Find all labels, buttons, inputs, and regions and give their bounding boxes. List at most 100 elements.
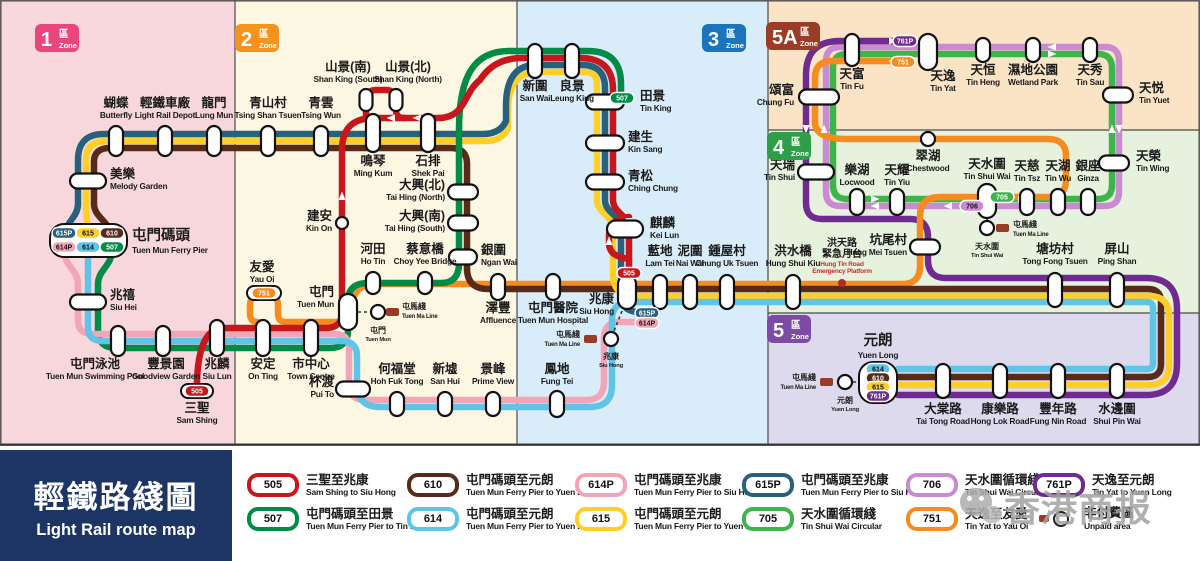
zone-5-badge-number: 5 — [773, 320, 784, 342]
station-kin-sang-label-en: Kin Sang — [628, 144, 662, 154]
route-badge-761P — [892, 34, 918, 48]
station-san-wai-label-zh: 新圍 — [522, 78, 547, 93]
tml-tuen-mun-station-label-en: Tuen Mun — [365, 337, 391, 343]
zone-3-badge-zone: Zone — [726, 41, 744, 50]
station-choy-yee-bridge-label-en: Choy Yee Bridge — [394, 256, 457, 266]
station-siu-hei-label-en: Siu Hei — [110, 302, 137, 312]
station-san-hui-label-zh: 新墟 — [432, 361, 458, 376]
station-ming-kum-label-en: Ming Kum — [354, 168, 393, 178]
legend-zh: 屯門碼頭至兆康 — [801, 472, 889, 487]
route-badge-615-label: 615 — [872, 385, 884, 392]
zone-4-badge-qu: 區 — [791, 137, 801, 148]
tml-yuen-long-tuen-ma-line-icon — [820, 378, 833, 386]
route-badge-705-label: 705 — [996, 195, 1008, 202]
tml-siu-hong-line-label-en: Tuen Ma Line — [545, 342, 581, 348]
station-ginza-label-en: Ginza — [1077, 173, 1099, 183]
station-kin-sang-marker — [584, 134, 626, 152]
station-tai-hing-north-marker — [446, 183, 480, 201]
station-nai-wai-marker — [681, 273, 699, 311]
tml-siu-hong-tuen-ma-line-icon — [584, 335, 597, 343]
legend-zh: 天逸至友愛 — [965, 506, 1028, 521]
tml-yuen-long-line-label-en: Tuen Ma Line — [781, 385, 817, 391]
terminus-yuen-long-label-zh: 元朗 — [864, 331, 893, 349]
terminus-yau-oi-label-zh: 友愛 — [248, 259, 275, 274]
station-shan-king-north-label-zh: 山景(北) — [385, 59, 431, 74]
station-tin-wu-label-zh: 天湖 — [1045, 158, 1070, 173]
route-badge-705 — [989, 190, 1015, 204]
route-badge-615-label: 615 — [82, 231, 94, 238]
station-tin-tsz-label-en: Tin Tsz — [1014, 173, 1040, 183]
legend-en: Tuen Mun Ferry Pier to Tin King — [306, 521, 428, 531]
station-tm-hospital-marker — [544, 272, 562, 302]
station-ming-kum-label-zh: 鳴琴 — [360, 153, 386, 168]
station-lr-depot-label-zh: 輕鐵車廠 — [140, 95, 191, 110]
direction-arrow — [1048, 50, 1057, 58]
station-hong-lok-road-label-en: Hong Lok Road — [971, 416, 1030, 426]
tml-yuen-long-line-label-zh: 屯馬綫 — [792, 372, 816, 382]
station-choy-yee-bridge-label-zh: 蔡意橋 — [405, 241, 444, 256]
emergency-platform-en1: Hung Tin Road — [820, 261, 864, 268]
station-siu-hong-label-zh: 兆康 — [589, 291, 615, 306]
station-shan-king-north-label-en: Shan King (North) — [374, 74, 442, 84]
zone-1-badge-qu: 區 — [59, 29, 69, 40]
station-tin-yuet-marker — [1101, 86, 1135, 104]
terminus-sam-shing-label-en: Sam Shing — [176, 415, 217, 425]
station-hong-lok-road-label-zh: 康樂路 — [981, 401, 1019, 416]
station-siu-lun-marker — [208, 318, 226, 358]
station-tin-fu-label-en: Tin Fu — [840, 81, 864, 91]
route-badge-505-label: 505 — [191, 389, 203, 396]
station-tsing-shan-tsuen-label-en: Tsing Shan Tsuen — [234, 110, 301, 120]
legend-zh: 天逸至元朗 — [1092, 472, 1155, 487]
route-706-line — [822, 43, 1123, 210]
legend-en: Tin Yat to Yuen Long — [1092, 487, 1172, 497]
unpaid-area-icon — [1033, 509, 1077, 529]
tml-tin-shui-wai-tuen-ma-line-icon — [996, 224, 1009, 232]
station-ho-tin-label-en: Ho Tin — [361, 256, 386, 266]
direction-arrow — [1108, 124, 1116, 133]
legend-en: Sam Shing to Siu Hong — [306, 487, 396, 497]
route-badge-507 — [99, 240, 125, 254]
route-badge-761P-label: 761P — [870, 394, 887, 401]
route-badge-706 — [959, 199, 985, 213]
route-badge-751-label: 751 — [897, 60, 909, 67]
station-goodview-garden-label-en: Goodview Garden — [132, 371, 200, 381]
station-chung-fu-label-zh: 頌富 — [768, 82, 794, 97]
station-tin-shui-label-en: Tin Shui — [764, 172, 795, 182]
station-tin-shui-label-zh: 天瑞 — [770, 157, 796, 172]
station-tin-heng-marker — [974, 36, 992, 64]
route-badge-505 — [184, 384, 210, 398]
station-tin-wu-label-en: Tin Wu — [1045, 173, 1071, 183]
emergency-platform-zh2: 緊急月台 — [822, 247, 862, 260]
station-tin-sau-label-en: Tin Sau — [1076, 77, 1105, 87]
route-badge-614P — [634, 316, 660, 330]
station-lr-depot-marker — [156, 124, 174, 158]
station-hang-mei-tsuen-label-zh: 坑尾村 — [869, 232, 907, 247]
station-ping-shan-marker — [1108, 271, 1126, 309]
station-ching-chung-label-zh: 青松 — [628, 168, 654, 183]
station-town-centre-label-zh: 市中心 — [292, 356, 330, 371]
route-badge-751 — [890, 55, 916, 69]
tml-tin-shui-wai-station-label-en: Tin Shui Wai — [971, 253, 1004, 259]
station-lam-tei-marker — [651, 273, 669, 311]
station-locwood-label-en: Locwood — [839, 177, 874, 187]
station-pui-to-label-zh: 杯渡 — [309, 374, 335, 389]
legend-zh: 非付費區 — [1084, 506, 1135, 520]
station-hung-shui-kiu-label-zh: 洪水橋 — [774, 243, 812, 258]
station-fung-nin-road-marker — [1049, 362, 1067, 400]
station-lung-mun-label-zh: 龍門 — [201, 95, 226, 110]
station-lr-depot-label-en: Light Rail Depot — [135, 110, 196, 120]
station-tin-fu-marker — [843, 32, 861, 68]
direction-arrow — [605, 236, 613, 245]
emergency-platform-dot — [838, 279, 846, 287]
station-tuen-mun-label-zh: 屯門 — [309, 284, 334, 299]
route-badge-761P-label: 761P — [897, 39, 914, 46]
station-hoh-fuk-tong-label-zh: 何福堂 — [378, 361, 416, 376]
legend-zh: 天水圍循環綫 — [801, 506, 877, 521]
station-chestwood-label-zh: 翠湖 — [915, 148, 940, 163]
station-locwood-label-zh: 樂湖 — [844, 162, 869, 177]
station-tin-sau-marker — [1081, 36, 1099, 64]
zone-1-badge-number: 1 — [41, 29, 52, 51]
